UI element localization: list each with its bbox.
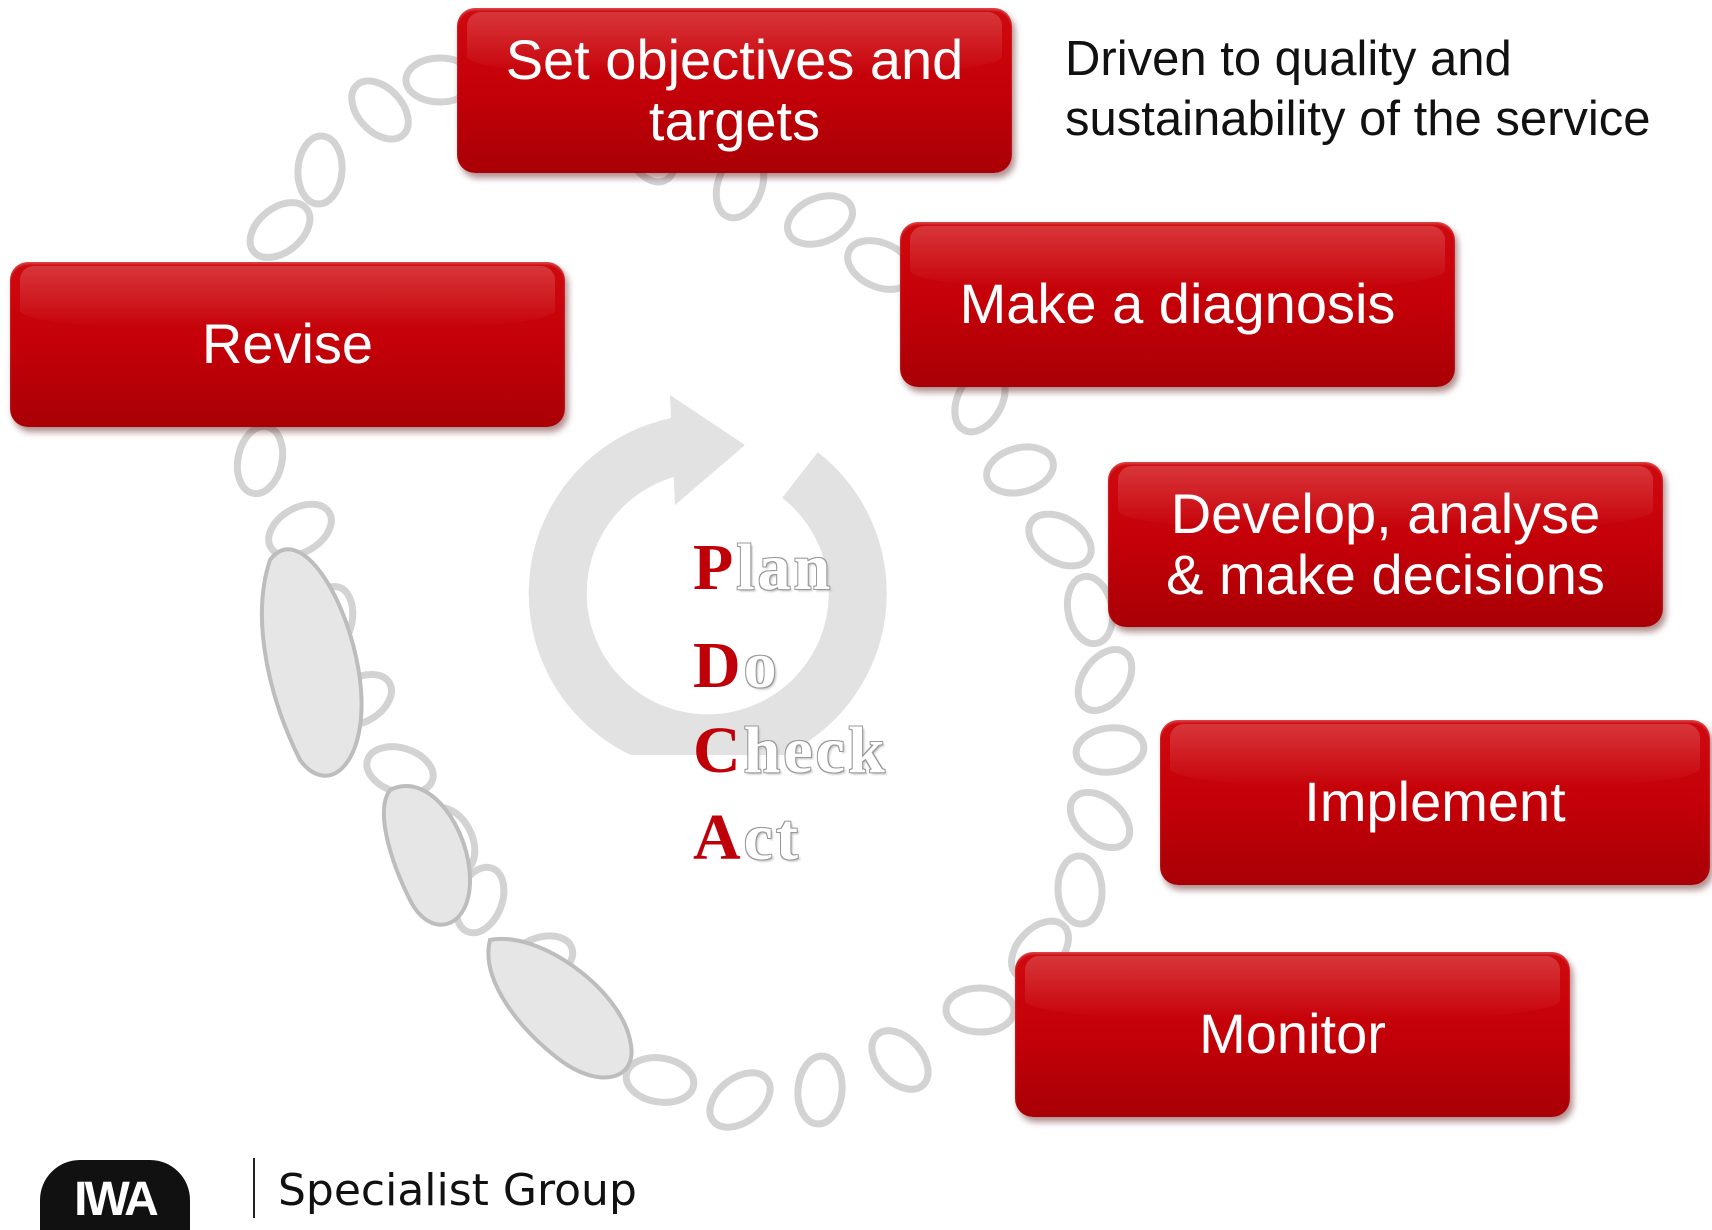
pdca-do: Do	[693, 628, 780, 704]
tagline-line-1: Driven to quality and	[1065, 32, 1512, 86]
chain-link	[1025, 510, 1095, 570]
pdca-check: Check	[693, 713, 888, 789]
step-implement-label: Implement	[1304, 770, 1566, 834]
chain-link	[794, 1052, 846, 1128]
chain-link	[868, 1027, 932, 1093]
specialist-group-label: Specialist Group	[278, 1165, 637, 1216]
iwa-logo: IWA	[40, 1160, 190, 1230]
chain-link	[622, 1054, 698, 1106]
pdca-check-rest: heck	[743, 714, 888, 787]
chain-link	[706, 1069, 774, 1131]
pdca-act-initial: A	[693, 801, 744, 874]
chain-link	[294, 132, 346, 208]
pdca-plan-initial: P	[693, 531, 737, 604]
tagline: Driven to quality and sustainability of …	[1065, 30, 1705, 150]
step-set-objectives-line-2: targets	[648, 88, 821, 152]
step-set-objectives-line-1: Set objectives and	[505, 28, 964, 92]
pdca-plan: Plan	[693, 530, 833, 606]
step-revise: Revise	[10, 262, 565, 427]
pdca-plan-rest: lan	[736, 531, 834, 604]
chain-link	[1054, 852, 1106, 928]
step-develop-line-2: & make decisions	[1166, 542, 1605, 606]
chain-link	[1072, 724, 1148, 776]
chain-link	[233, 422, 287, 498]
chain-clasp	[259, 547, 634, 1080]
tagline-line-2: sustainability of the service	[1065, 91, 1651, 146]
chain-link	[1074, 646, 1136, 714]
pdca-act: Act	[693, 800, 801, 876]
pdca-do-initial: D	[693, 629, 744, 702]
logo-divider	[253, 1158, 255, 1218]
chain-link	[942, 984, 1018, 1036]
cycle-arrow-icon	[528, 395, 887, 755]
step-revise-label: Revise	[201, 312, 374, 376]
step-make-diagnosis-label: Make a diagnosis	[959, 272, 1396, 336]
chain-link	[784, 192, 856, 248]
chain-link	[1066, 788, 1134, 852]
iwa-logo-text: IWA	[74, 1173, 159, 1226]
pdca-check-initial: C	[693, 714, 744, 787]
chain-link	[348, 77, 412, 143]
chain-link	[246, 199, 314, 261]
step-set-objectives: Set objectives and targets	[457, 8, 1012, 173]
chain-link	[983, 443, 1057, 497]
pdca-do-rest: o	[743, 629, 780, 702]
step-implement: Implement	[1160, 720, 1710, 885]
step-develop-line-1: Develop, analyse	[1170, 482, 1601, 546]
step-develop-analyse: Develop, analyse & make decisions	[1108, 462, 1663, 627]
step-make-diagnosis: Make a diagnosis	[900, 222, 1455, 387]
step-monitor-label: Monitor	[1199, 1002, 1386, 1066]
step-monitor: Monitor	[1015, 952, 1570, 1117]
chain-link	[265, 500, 335, 560]
pdca-act-rest: ct	[743, 801, 801, 874]
